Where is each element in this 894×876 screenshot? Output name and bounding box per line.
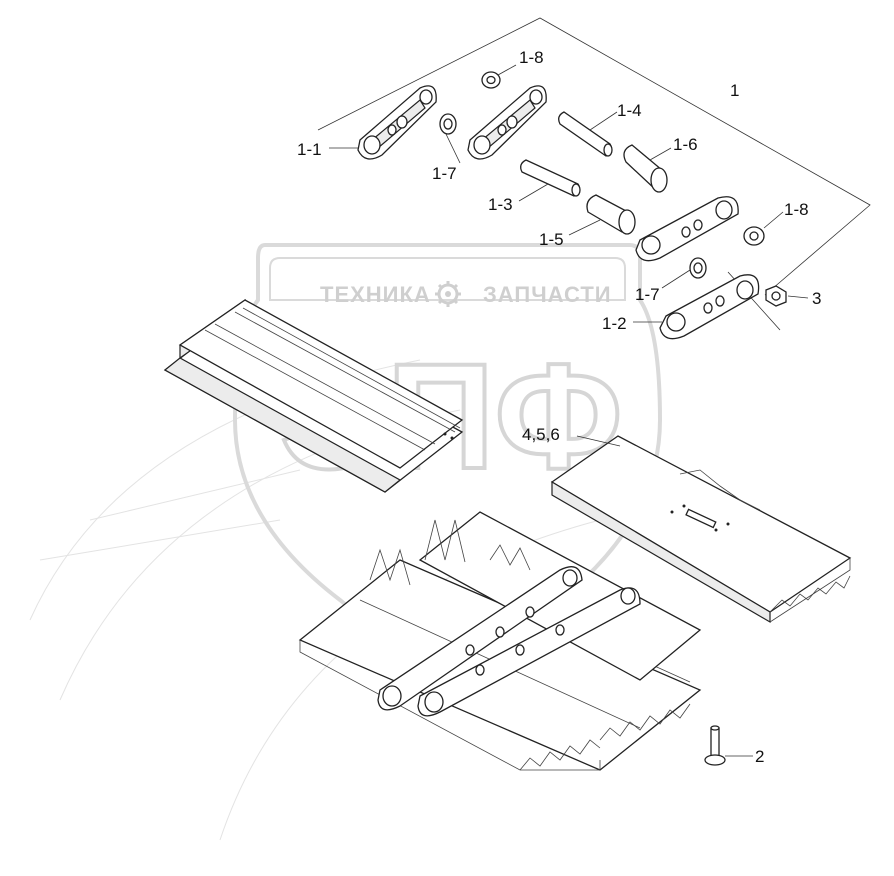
washer-1-8-right (743, 226, 765, 246)
leader-lines (329, 64, 809, 757)
gear-icon (435, 281, 461, 307)
washer-1-7-right (689, 257, 707, 279)
pin-1-3 (520, 159, 581, 197)
watermark-text-right: ЗАПЧАСТИ (483, 282, 612, 307)
washer-1-8-top (481, 71, 501, 89)
track-grouser-ribs (369, 519, 531, 586)
callout-1-6: 1-6 (673, 135, 698, 154)
callout-1-2: 1-2 (602, 314, 627, 333)
track-assembly (298, 511, 702, 771)
callout-1-8-top: 1-8 (519, 48, 544, 67)
callout-labels: 1 1-1 1-8 1-7 1-4 1-6 1-3 1-5 1-8 1-7 1-… (297, 48, 821, 766)
pin-1-4 (558, 111, 613, 157)
callout-2: 2 (755, 747, 764, 766)
bolt-2 (704, 725, 726, 766)
track-shoe-right (550, 435, 852, 624)
link-1-1-pair (467, 85, 547, 160)
bushing-1-5 (586, 194, 636, 235)
callout-1-7-top: 1-7 (432, 164, 457, 183)
nut-3 (765, 285, 787, 307)
link-1-1 (357, 85, 437, 160)
callout-1-3: 1-3 (488, 195, 513, 214)
callout-4-5-6: 4,5,6 (522, 425, 560, 444)
bushing-1-6 (623, 144, 668, 193)
watermark-shield-inner (269, 257, 626, 301)
callout-1-5: 1-5 (539, 230, 564, 249)
track-shoe-left (163, 298, 464, 493)
watermark-text-left: ТЕХНИКА (320, 282, 431, 307)
callout-1-8-right: 1-8 (784, 200, 809, 219)
callout-1: 1 (730, 81, 739, 100)
callout-1-1: 1-1 (297, 140, 322, 159)
link-right-upper (635, 196, 739, 262)
callout-1-4: 1-4 (617, 101, 642, 120)
callout-3: 3 (812, 289, 821, 308)
link-1-2 (659, 274, 760, 340)
callout-1-7-right: 1-7 (635, 285, 660, 304)
washer-1-7-top (439, 113, 457, 135)
